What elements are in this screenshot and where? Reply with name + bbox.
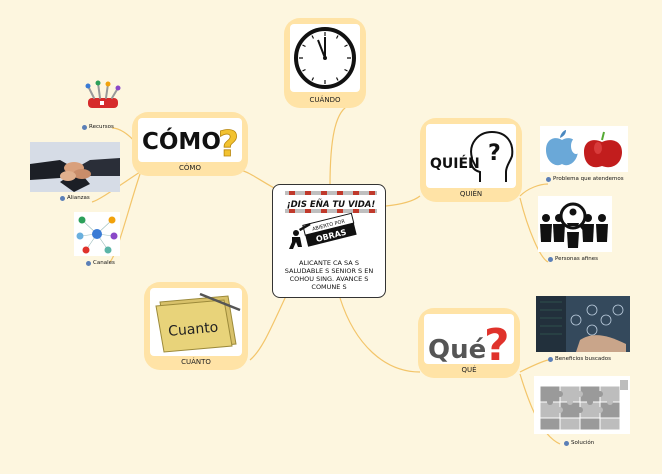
bullet-icon xyxy=(546,176,551,182)
magnifier-icon xyxy=(559,202,587,230)
leaf-beneficios-label: Beneficios buscados xyxy=(548,356,611,362)
leaf-alianzas-label: Alianzas xyxy=(60,195,90,201)
node-quien-label: QUIÉN xyxy=(459,190,483,198)
cuanto-folder-image: Cuanto xyxy=(155,292,241,353)
link-quien xyxy=(385,195,421,207)
link-cuando xyxy=(329,104,351,187)
que-question-image: Qué ? xyxy=(428,320,510,364)
under-construction-image: ¡DIS EÑA TU VIDA! ABIERTO POR OBRAS xyxy=(285,191,377,249)
question-mark-icon: ? xyxy=(218,124,239,162)
node-como[interactable]: CÓMO ? CÓMO xyxy=(132,112,248,176)
leaf-solucion-label: Solución xyxy=(564,440,594,446)
node-cuanto[interactable]: Cuanto CUÁNTO xyxy=(144,282,248,370)
node-cuando[interactable]: CUÁNDO xyxy=(284,18,366,108)
quien-art-text: QUIÉN xyxy=(430,155,480,172)
node-como-label: CÓMO xyxy=(179,164,201,172)
node-cuanto-label: CUÁNTO xyxy=(181,358,211,366)
leaf-beneficios[interactable]: Beneficios buscados xyxy=(536,296,632,366)
bullet-icon xyxy=(548,256,553,262)
question-mark-icon: ? xyxy=(488,141,501,166)
network-channels-image xyxy=(74,212,120,256)
tech-hand-image xyxy=(536,296,630,352)
puzzle-image xyxy=(534,376,630,434)
node-quien[interactable]: ? QUIÉN QUIÉN xyxy=(420,118,522,202)
leaf-problema[interactable]: Problema que atendemos xyxy=(538,126,638,188)
central-topic-text: ALICANTE CA SA S SALUDABLE S SENIOR S EN… xyxy=(284,259,374,291)
link-que xyxy=(339,297,421,373)
como-art-text: CÓMO xyxy=(142,127,221,155)
bullet-icon xyxy=(82,124,87,130)
question-mark-icon: ? xyxy=(484,320,510,364)
people-search-image xyxy=(538,196,612,252)
como-question-image: CÓMO ? xyxy=(142,124,239,162)
banner-top-text: ¡DIS EÑA TU VIDA! xyxy=(287,199,376,210)
link-personas xyxy=(519,197,549,263)
quien-head-image: ? QUIÉN xyxy=(430,130,514,182)
bullet-icon xyxy=(86,260,91,266)
node-que-label: QUÉ xyxy=(461,366,477,374)
clock-icon xyxy=(294,27,356,89)
link-problema xyxy=(519,183,549,197)
leaf-problema-label: Problema que atendemos xyxy=(546,176,624,182)
leaf-personas-label: Personas afines xyxy=(548,256,598,262)
bullet-icon xyxy=(564,440,569,446)
swiss-knife-icon xyxy=(85,80,121,108)
link-canales xyxy=(109,173,141,263)
central-topic[interactable]: ¡DIS EÑA TU VIDA! ABIERTO POR OBRAS ALIC… xyxy=(272,184,386,298)
leaf-recursos-label: Recursos xyxy=(82,124,114,130)
handshake-image xyxy=(30,142,120,192)
link-beneficios xyxy=(519,359,549,373)
node-que[interactable]: Qué ? QUÉ xyxy=(418,308,520,378)
bullet-icon xyxy=(60,195,65,201)
leaf-canales-label: Canales xyxy=(86,260,115,266)
leaf-personas[interactable]: Personas afines xyxy=(538,196,630,266)
leaf-solucion[interactable]: Solución xyxy=(534,376,632,450)
node-cuando-label: CUÁNDO xyxy=(309,96,341,104)
link-cuanto xyxy=(249,295,287,361)
leaf-alianzas[interactable]: Alianzas xyxy=(30,142,122,206)
cuanto-art-text: Cuanto xyxy=(168,320,219,340)
que-art-text: Qué xyxy=(428,335,486,364)
bullet-icon xyxy=(548,356,553,362)
leaf-canales[interactable]: Canales xyxy=(72,212,124,270)
worker-silhouette-icon xyxy=(289,223,311,249)
pen-icon xyxy=(199,292,241,312)
apples-image xyxy=(540,126,628,172)
leaf-recursos[interactable]: Recursos xyxy=(72,78,132,136)
